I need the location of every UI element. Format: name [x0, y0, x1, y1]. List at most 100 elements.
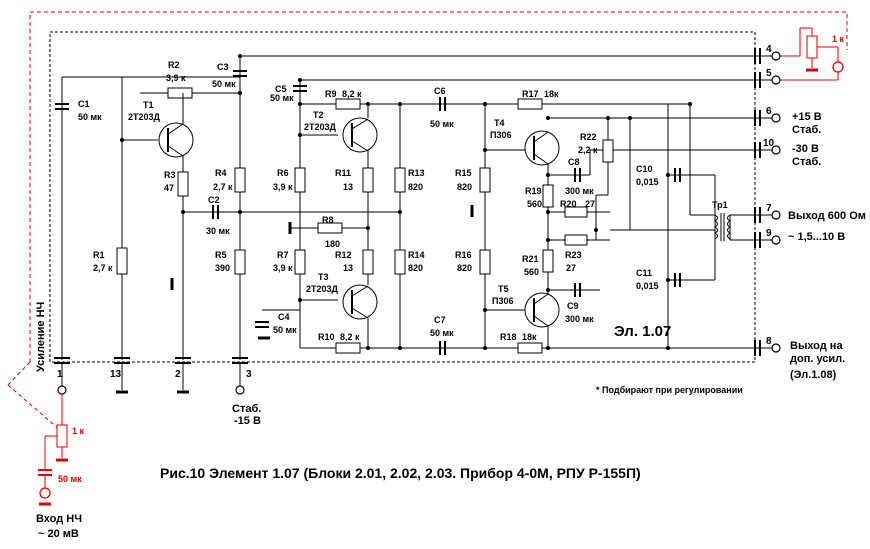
stab-label: Стаб.: [232, 403, 261, 415]
label-R20-ref: R20: [560, 199, 577, 209]
capacitor-C5: [293, 85, 307, 92]
capacitor-C1: [55, 103, 69, 110]
external-input-circuit: [38, 394, 68, 506]
label-R18-ref: R18: [500, 332, 517, 342]
label-R10-ref: R10: [318, 332, 335, 342]
resistor-R20: [564, 206, 588, 218]
ext-output-label-3: (Эл.1.08): [790, 369, 837, 381]
label-R6-ref: R6: [277, 168, 289, 178]
external-pot-top-value: 1 к: [832, 34, 845, 44]
resistor-R3: [177, 171, 189, 197]
label-R17-val: 18к: [544, 89, 559, 99]
terminal-number-4: 4: [766, 44, 772, 55]
label-R13-ref: R13: [408, 168, 425, 178]
label-T5-ref: T5: [498, 284, 509, 294]
label-C3-ref: C3: [217, 62, 229, 72]
transistor-T4: [524, 130, 560, 166]
plus15-label: +15 В: [792, 111, 822, 123]
resistor-R23: [564, 234, 588, 246]
label-C11-val: 0,015: [636, 281, 659, 291]
resistor-R2: [167, 87, 193, 99]
label-R3-val: 47: [164, 183, 174, 193]
external-pot-input-value: 1 к: [72, 426, 85, 436]
label-T4-val: П306: [490, 130, 512, 140]
label-R16-ref: R16: [455, 250, 472, 260]
terminal-9[interactable]: [771, 235, 781, 245]
section-label: Усиление НЧ: [35, 302, 47, 372]
label-C5-ref: C5: [275, 84, 287, 94]
edge-capacitor-1: [54, 357, 70, 364]
label-C2-val: 30 мк: [206, 226, 230, 236]
label-R16-val: 820: [457, 263, 472, 273]
capacitor-C9: [574, 283, 581, 297]
terminal-number-8: 8: [766, 336, 772, 347]
resistor-R5: [234, 249, 246, 275]
label-R2-val: 3,9 к: [166, 73, 186, 83]
label-R22-ref: R22: [580, 132, 597, 142]
label-R23-val: 27: [566, 263, 576, 273]
label-R11-ref: R11: [335, 168, 351, 178]
module-boundary: [49, 31, 756, 363]
label-R8-ref: R8: [322, 215, 334, 225]
terminal-number-5: 5: [766, 68, 772, 79]
label-R9-ref: R9: [325, 89, 337, 99]
label-T1-ref: T1: [143, 100, 154, 110]
label-R22-val: 2,2 к: [578, 145, 598, 155]
label-T3-val: 2Т203Д: [306, 284, 339, 294]
terminal-number-10: 10: [763, 138, 775, 149]
resistor-R16: [479, 249, 491, 275]
resistor-R7: [294, 249, 306, 275]
terminal-6[interactable]: [771, 113, 781, 123]
label-R18-val: 18к: [522, 332, 537, 342]
label-C4-val: 50 мк: [273, 325, 297, 335]
terminal-8[interactable]: [771, 343, 781, 353]
label-R7-ref: R7: [277, 250, 289, 260]
label-R14-ref: R14: [408, 250, 425, 260]
capacitor-C6: [439, 97, 446, 111]
terminal-5[interactable]: [771, 75, 781, 85]
label-R12-ref: R12: [335, 250, 352, 260]
label-R20-val: 27: [585, 199, 595, 209]
resistor-R21: [542, 249, 554, 273]
transformer-Tr1: [714, 213, 731, 241]
label-R2-ref: R2: [168, 60, 180, 70]
transistor-T5: [524, 292, 560, 328]
label-T2-ref: T2: [313, 110, 324, 120]
resistor-R17: [517, 98, 543, 110]
terminal-number-6: 6: [766, 106, 772, 117]
terminal-3[interactable]: [235, 385, 245, 395]
label-T3-ref: T3: [318, 272, 329, 282]
terminal-1[interactable]: [57, 385, 67, 395]
transistor-T3: [342, 284, 378, 320]
label-R23-ref: R23: [565, 250, 582, 260]
output-600-label: Выход 600 Ом: [788, 210, 866, 222]
terminal-4[interactable]: [771, 51, 781, 61]
label-R17-ref: R17: [522, 89, 539, 99]
resistor-R22: [602, 139, 614, 163]
terminal-7[interactable]: [771, 210, 781, 220]
label-R1-val: 2,7 к: [93, 263, 113, 273]
label-C7-val: 50 мк: [430, 328, 454, 338]
resistor-R9: [335, 98, 361, 110]
junction-dots: [120, 54, 692, 350]
label-R15-ref: R15: [455, 168, 472, 178]
terminal-number-7: 7: [766, 203, 772, 214]
transistor-T1: [158, 93, 194, 158]
label-R3-ref: R3: [164, 170, 176, 180]
footnote: * Подбирают при регулировании: [596, 385, 743, 395]
capacitor-C8: [574, 168, 581, 182]
label-R21-ref: R21: [522, 254, 539, 264]
resistor-R14: [394, 249, 406, 275]
label-R8-val: 180: [325, 239, 340, 249]
label-C10-ref: C10: [636, 164, 653, 174]
label-R12-val: 13: [343, 263, 353, 273]
external-boundary-diag: [7, 384, 61, 431]
input-voltage-label: ~ 20 мВ: [38, 528, 79, 540]
external-boundary-left: [7, 361, 31, 386]
input-label: Вход НЧ: [36, 513, 82, 525]
label-C11-ref: C11: [636, 268, 652, 278]
ext-output-label-1: Выход на: [790, 340, 843, 352]
edge-capacitor-3: [232, 357, 248, 364]
capacitor-C2: [212, 205, 219, 219]
label-C1-ref: C1: [78, 99, 90, 109]
